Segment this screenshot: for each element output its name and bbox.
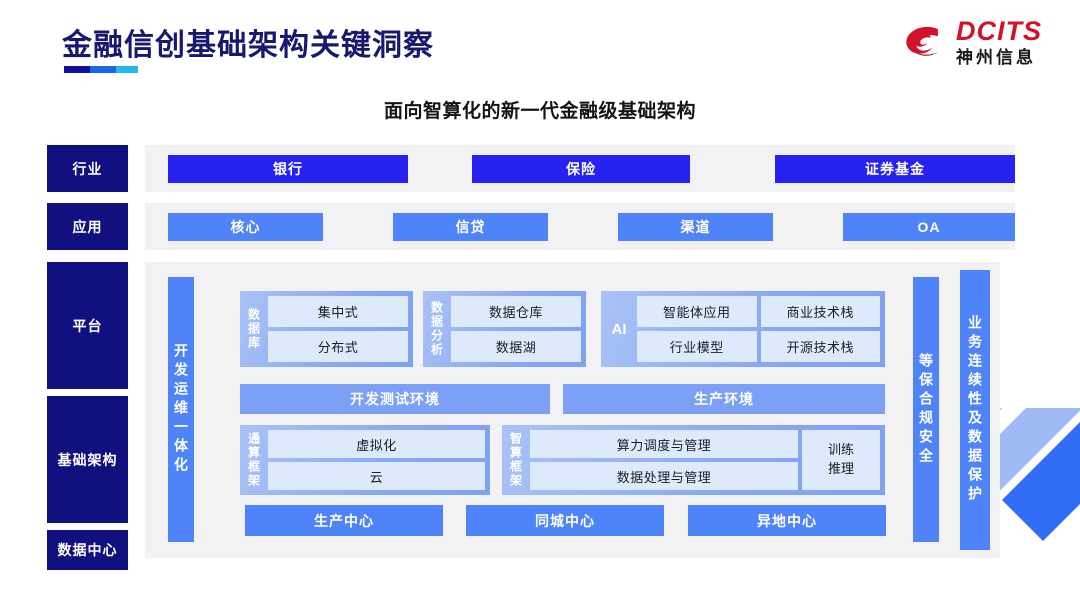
dcits-swirl-icon — [902, 19, 948, 65]
sidebar-business-continuity[interactable]: 业务连续性及数据保护 — [960, 270, 990, 550]
env-bar-production[interactable]: 生产环境 — [563, 384, 885, 414]
group-general-compute: 通算框架 虚拟化 云 — [240, 425, 490, 495]
cell-compute-scheduling[interactable]: 算力调度与管理 — [530, 430, 798, 458]
cell-data-processing[interactable]: 数据处理与管理 — [530, 462, 798, 490]
row-label-datacenter: 数据中心 — [47, 530, 128, 570]
row-label-infrastructure: 基础架构 — [47, 396, 128, 523]
application-row-panel: 核心 信贷 渠道 OA — [145, 203, 1015, 250]
train-label: 训练 — [827, 442, 854, 458]
page-title: 金融信创基础架构关键洞察 — [62, 29, 434, 62]
application-chip-channel[interactable]: 渠道 — [618, 212, 773, 241]
cell-cloud[interactable]: 云 — [268, 462, 485, 490]
cell-data-warehouse[interactable]: 数据仓库 — [451, 296, 581, 327]
title-underline-rule — [64, 66, 138, 73]
group-data-analysis: 数据分析 数据仓库 数据湖 — [423, 291, 586, 367]
sidebar-security-compliance[interactable]: 等保合规安全 — [913, 277, 939, 542]
group-data-analysis-caption: 数据分析 — [429, 301, 444, 357]
row-label-platform: 平台 — [47, 262, 128, 389]
dcits-logo: DCITS 神州信息 — [902, 18, 1042, 66]
application-chip-oa[interactable]: OA — [843, 212, 1015, 241]
industry-row-panel: 银行 保险 证券基金 — [145, 145, 1015, 192]
application-chip-core[interactable]: 核心 — [168, 212, 323, 241]
industry-chip-securities[interactable]: 证券基金 — [775, 154, 1015, 183]
group-database: 数据库 集中式 分布式 — [240, 291, 413, 367]
sidebar-devops[interactable]: 开发运维一体化 — [168, 277, 194, 542]
cell-commercial-stack[interactable]: 商业技术栈 — [760, 296, 880, 327]
group-ai-caption: AI — [611, 320, 627, 338]
datacenter-bar-metro[interactable]: 同城中心 — [466, 505, 664, 536]
cell-opensource-stack[interactable]: 开源技术栈 — [760, 331, 880, 362]
cell-data-lake[interactable]: 数据湖 — [451, 331, 581, 362]
subtitle: 面向智算化的新一代金融级基础架构 — [383, 101, 696, 122]
group-database-caption: 数据库 — [246, 308, 261, 350]
env-bar-dev-test[interactable]: 开发测试环境 — [240, 384, 550, 414]
group-intelligent-compute: 智算框架 算力调度与管理 数据处理与管理 训练 推理 — [502, 425, 885, 495]
group-ai: AI 智能体应用 商业技术栈 行业模型 开源技术栈 — [601, 291, 885, 367]
logo-text-cn: 神州信息 — [956, 48, 1036, 67]
cell-virtualization[interactable]: 虚拟化 — [268, 430, 485, 458]
cell-train-infer[interactable]: 训练 推理 — [802, 430, 880, 490]
cell-agent-application[interactable]: 智能体应用 — [637, 296, 757, 327]
datacenter-bar-remote[interactable]: 异地中心 — [688, 505, 886, 536]
group-intelligent-compute-caption: 智算框架 — [508, 432, 523, 488]
cell-distributed[interactable]: 分布式 — [268, 331, 408, 362]
infer-label: 推理 — [827, 461, 854, 476]
application-chip-credit[interactable]: 信贷 — [393, 212, 548, 241]
cell-industry-model[interactable]: 行业模型 — [637, 331, 757, 362]
industry-chip-bank[interactable]: 银行 — [168, 154, 408, 183]
datacenter-bar-production[interactable]: 生产中心 — [245, 505, 443, 536]
row-label-industry: 行业 — [47, 145, 128, 192]
row-label-application: 应用 — [47, 203, 128, 250]
logo-text-en: DCITS — [956, 16, 1042, 46]
industry-chip-insurance[interactable]: 保险 — [472, 154, 690, 183]
cell-centralized[interactable]: 集中式 — [268, 296, 408, 327]
group-general-compute-caption: 通算框架 — [246, 432, 261, 488]
